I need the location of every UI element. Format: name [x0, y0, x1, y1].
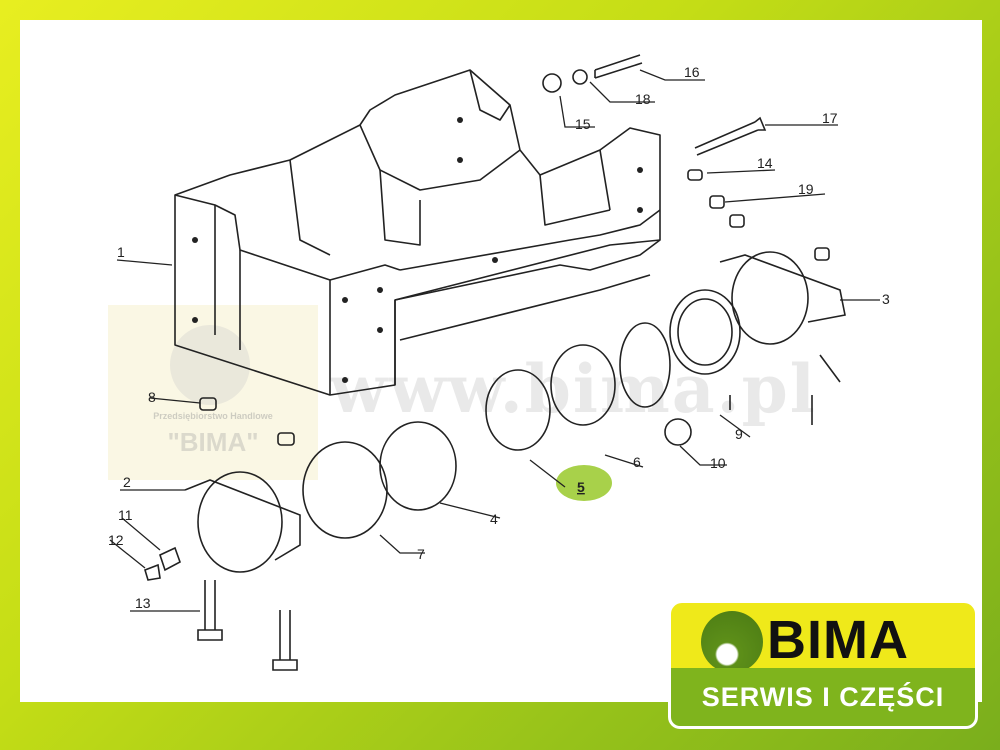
part-label-5[interactable]: 5	[577, 479, 585, 495]
logo-name: BIMA	[767, 610, 909, 670]
stud-16	[594, 54, 643, 79]
logo-top-band: BIMA	[668, 600, 978, 674]
part-label-15: 15	[575, 116, 591, 132]
ring-5	[485, 369, 551, 451]
housing-holes	[192, 117, 643, 383]
nipple-12	[144, 563, 161, 581]
ring-6	[550, 344, 616, 426]
watermark-url: www.bima.pl	[330, 350, 817, 428]
part-label-18: 18	[635, 91, 651, 107]
exploded-parts-diagram: 1 2 3 4 5 6 7 8 9 10 11 12 13 14 15 16 1…	[108, 54, 890, 671]
bush-b	[814, 247, 830, 261]
watermark-box: Przedsiębiorstwo Handlowe "BIMA"	[108, 305, 318, 480]
bush-8	[199, 397, 217, 411]
part-label-13: 13	[135, 595, 151, 611]
pin-19	[709, 195, 725, 209]
nipple-11	[159, 546, 181, 572]
diagram-canvas: Przedsiębiorstwo Handlowe "BIMA" www.bim…	[20, 20, 982, 702]
bima-logo[interactable]: BIMA SERWIS I CZĘŚCI	[664, 596, 978, 734]
bush-a	[729, 214, 745, 228]
cap-3	[731, 251, 809, 345]
watermark-caption: Przedsiębiorstwo Handlowe	[153, 411, 273, 421]
part-label-6: 6	[633, 454, 641, 470]
part-5-highlight[interactable]	[556, 465, 612, 501]
part-label-19: 19	[798, 181, 814, 197]
washer-18	[572, 69, 588, 85]
housing-drawing	[174, 69, 661, 396]
bushing-7	[302, 441, 388, 539]
oring-10	[619, 322, 671, 408]
bolt-13b	[272, 610, 298, 671]
cap-2	[197, 471, 283, 573]
pin-14	[687, 169, 703, 181]
part-label-2: 2	[123, 474, 131, 490]
plug-10	[664, 418, 692, 446]
ball-icon	[701, 611, 763, 673]
part-labels: 1 2 3 4 5 6 7 8 9 10 11 12 13 14 15 16 1…	[108, 64, 890, 611]
part-label-3: 3	[882, 291, 890, 307]
part-label-1: 1	[117, 244, 125, 260]
part-label-9: 9	[735, 426, 743, 442]
leader-lines	[109, 69, 880, 612]
part-label-12: 12	[108, 532, 124, 548]
bushing-4	[379, 421, 457, 511]
seal-9	[669, 289, 741, 375]
watermark-brand: "BIMA"	[167, 427, 259, 457]
logo-tagline: SERWIS I CZĘŚCI	[701, 682, 945, 712]
nut-15	[542, 73, 562, 93]
part-label-11: 11	[118, 507, 133, 523]
bolt-13	[197, 580, 223, 641]
logo-bottom-band: SERWIS I CZĘŚCI	[668, 668, 978, 729]
part-label-8: 8	[148, 389, 156, 405]
bush-8b	[277, 432, 295, 446]
part-label-16: 16	[684, 64, 700, 80]
small-parts-drawing	[199, 54, 830, 446]
bearing-rings-drawing	[144, 251, 846, 671]
part-label-7: 7	[417, 546, 425, 562]
bolt-17	[694, 116, 767, 156]
part-label-17: 17	[822, 110, 838, 126]
part-label-10: 10	[710, 455, 726, 471]
part-label-14: 14	[757, 155, 773, 171]
part-label-4: 4	[490, 511, 498, 527]
